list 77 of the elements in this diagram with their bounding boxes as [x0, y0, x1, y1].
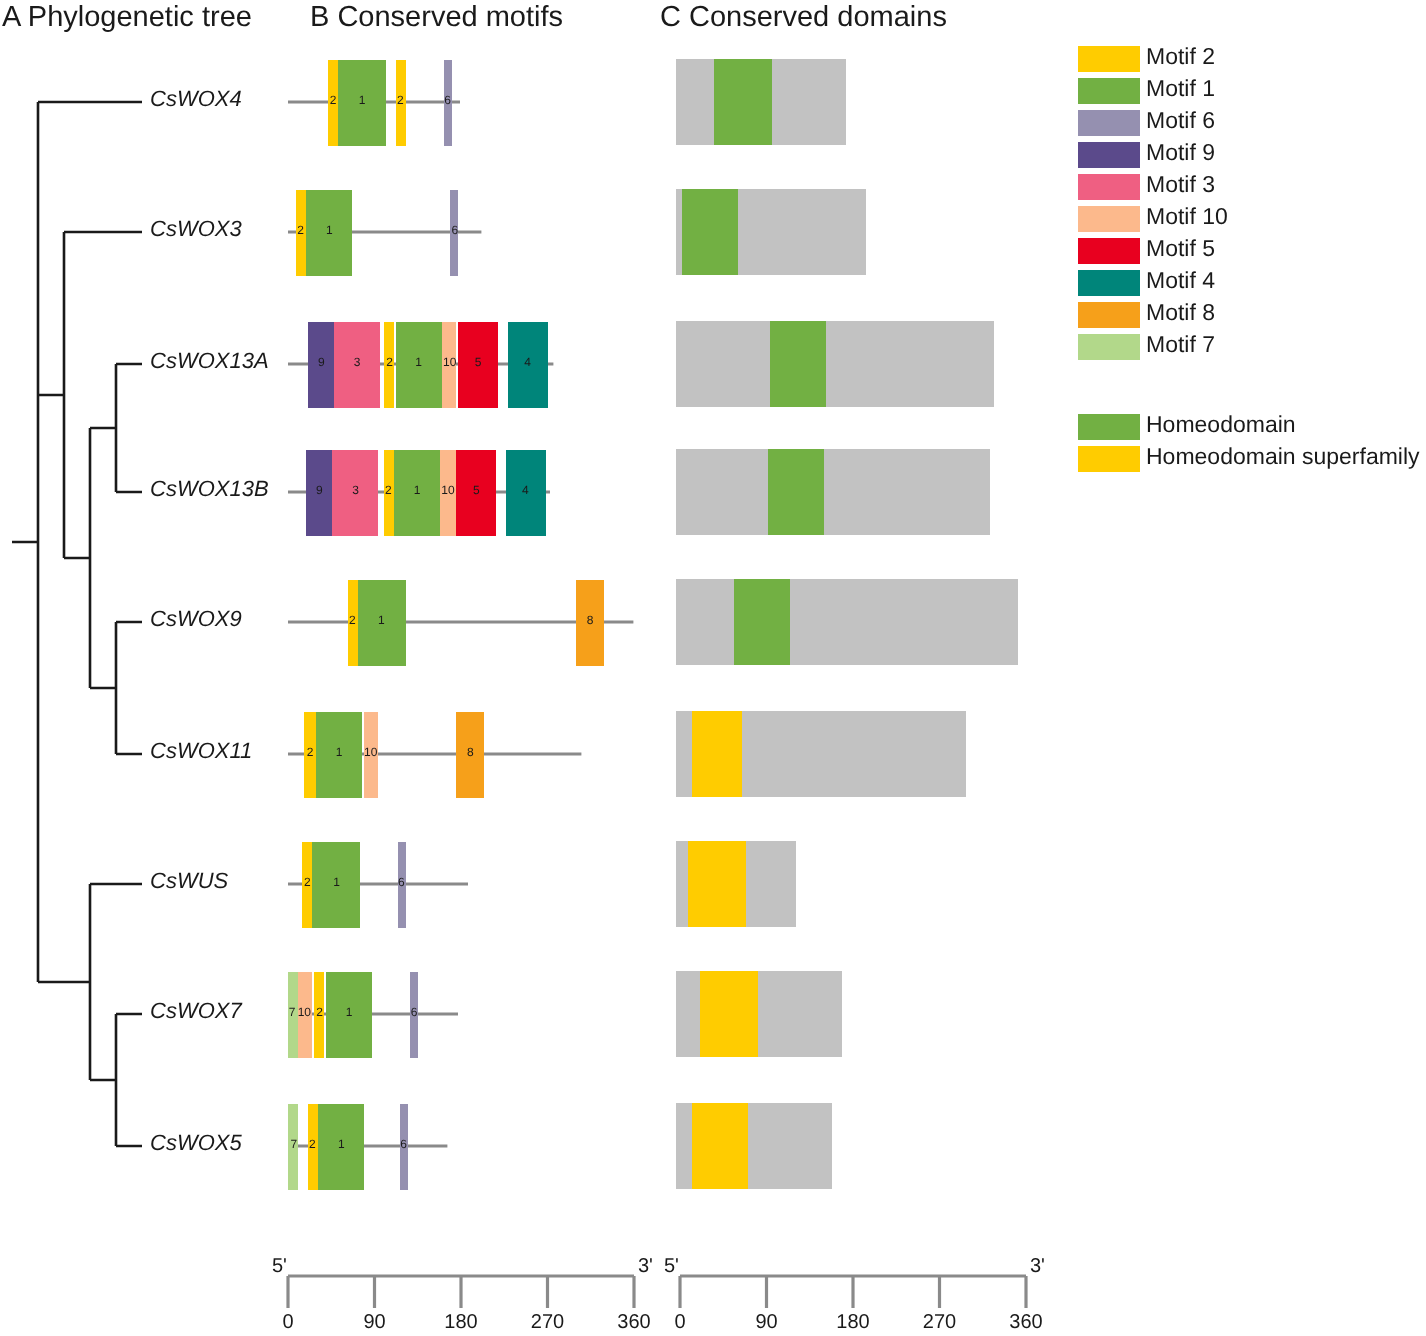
motif-box	[287, 971, 297, 1057]
panel-heading: C Conserved domains	[660, 2, 947, 36]
axis-label: 3'	[1030, 1256, 1045, 1278]
motif-box	[304, 711, 316, 797]
legend-label: Homeodomain superfamily	[1146, 444, 1420, 472]
motif-box	[357, 579, 406, 665]
motif-box	[397, 841, 406, 927]
motif-box	[332, 449, 379, 535]
motif-box	[296, 189, 306, 275]
motif-box	[328, 59, 338, 145]
gene-name: CsWOX3	[150, 218, 242, 244]
legend-label: Motif 2	[1146, 44, 1216, 72]
motif-box	[576, 579, 604, 665]
motif-box	[505, 449, 546, 535]
motif-box	[315, 711, 363, 797]
motif-box	[457, 321, 499, 407]
gene-name: CsWOX13A	[150, 350, 269, 376]
axis-label: 180	[836, 1312, 870, 1334]
axis-label: 180	[444, 1312, 478, 1334]
panel-heading: B Conserved motifs	[310, 2, 564, 36]
axis-label: 5'	[272, 1256, 287, 1278]
axis-label: 0	[674, 1312, 686, 1334]
motif-box	[338, 59, 386, 145]
axis-label: 270	[530, 1312, 565, 1334]
gene-name: CsWOX11	[150, 740, 253, 766]
motif-box	[347, 579, 358, 665]
legend-label: Motif 10	[1146, 204, 1228, 232]
motif-box	[363, 711, 378, 797]
gene-name: CsWOX4	[150, 88, 242, 114]
motif-box	[314, 971, 325, 1057]
motif-box	[440, 449, 456, 535]
motif-box	[384, 321, 395, 407]
motif-box	[456, 711, 484, 797]
motif-box	[394, 449, 440, 535]
axis-label: 0	[282, 1312, 294, 1334]
gene-name: CsWOX5	[150, 1132, 242, 1158]
legend-label: Motif 4	[1146, 268, 1216, 296]
legend-label: Homeodomain	[1146, 412, 1296, 440]
legend-label: Motif 6	[1146, 108, 1216, 136]
legend-label: Motif 3	[1146, 172, 1216, 200]
legend-label: Motif 5	[1146, 236, 1216, 264]
axis-label: 360	[617, 1312, 651, 1334]
motif-box	[307, 1103, 318, 1189]
gene-name: CsWUS	[150, 870, 229, 896]
axis-label: 3'	[638, 1256, 653, 1278]
axis-label: 270	[922, 1312, 957, 1334]
motif-box	[508, 321, 548, 407]
legend-label: Motif 7	[1146, 332, 1216, 360]
motif-box	[306, 449, 332, 535]
motif-box	[395, 59, 406, 145]
motif-box	[395, 321, 442, 407]
legend-label: Motif 9	[1146, 140, 1216, 168]
motif-box	[456, 449, 497, 535]
gene-name: CsWOX13B	[150, 478, 269, 504]
legend-label: Motif 8	[1146, 300, 1216, 328]
axis-label: 360	[1009, 1312, 1043, 1334]
legend-label: Motif 1	[1146, 76, 1216, 104]
motif-box	[383, 449, 394, 535]
motif-box	[443, 59, 452, 145]
gene-name: CsWOX7	[150, 1000, 242, 1026]
motif-box	[306, 189, 353, 275]
motif-box	[308, 321, 334, 407]
axis-label: 90	[755, 1312, 778, 1334]
motif-box	[325, 971, 373, 1057]
motif-box	[399, 1103, 408, 1189]
motif-box	[312, 841, 361, 927]
motif-box	[450, 189, 459, 275]
motif-box	[334, 321, 380, 407]
motif-box	[302, 841, 312, 927]
axis-label: 5'	[664, 1256, 679, 1278]
axis-label: 90	[363, 1312, 386, 1334]
gene-name: CsWOX9	[150, 608, 242, 634]
motif-box	[410, 971, 418, 1057]
panel-heading: A Phylogenetic tree	[2, 2, 252, 36]
motif-box	[288, 1103, 299, 1189]
motif-box	[442, 321, 457, 407]
motif-box	[318, 1103, 365, 1189]
